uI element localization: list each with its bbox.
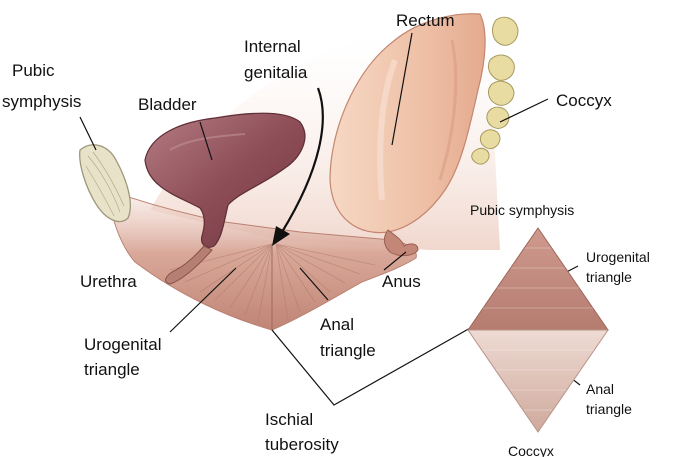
- label-rectum: Rectum: [396, 11, 455, 30]
- label-internal-genitalia-1: Internal: [244, 37, 301, 56]
- inset-label-urogenital-triangle-2: triangle: [586, 269, 632, 285]
- label-urogenital-triangle-1: Urogenital: [84, 335, 162, 354]
- label-pubic-symphysis-2: symphysis: [2, 92, 81, 111]
- label-pubic-symphysis-1: Pubic: [12, 61, 55, 80]
- inset-label-urogenital-triangle-1: Urogenital: [586, 249, 650, 265]
- label-coccyx: Coccyx: [556, 91, 612, 110]
- label-bladder: Bladder: [138, 95, 197, 114]
- label-anal-triangle-1: Anal: [320, 315, 354, 334]
- label-anal-triangle-2: triangle: [320, 341, 376, 360]
- inset-label-anal-triangle-2: triangle: [586, 401, 632, 417]
- label-urogenital-triangle-2: triangle: [84, 360, 140, 379]
- label-internal-genitalia-2: genitalia: [244, 63, 308, 82]
- label-ischial-tuberosity-1: Ischial: [265, 410, 313, 429]
- label-urethra: Urethra: [80, 272, 137, 291]
- inset-label-anal-triangle-1: Anal: [586, 381, 614, 397]
- inset-label-coccyx: Coccyx: [508, 443, 554, 457]
- inset-label-pubic-symphysis: Pubic symphysis: [470, 202, 574, 218]
- pubic-symphysis-bone: [80, 145, 131, 222]
- label-ischial-tuberosity-2: tuberosity: [265, 435, 339, 454]
- label-anus: Anus: [382, 272, 421, 291]
